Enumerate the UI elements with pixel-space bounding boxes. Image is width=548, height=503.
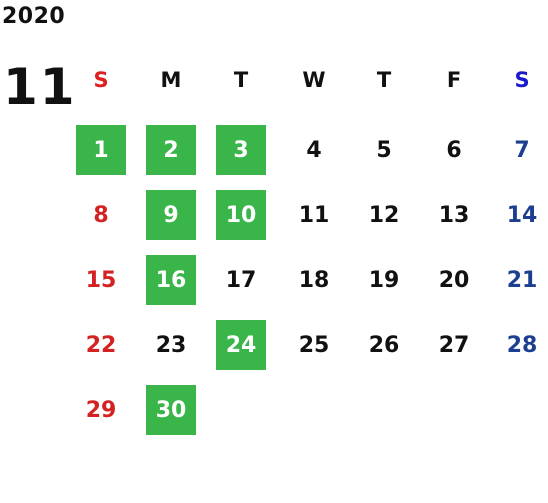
calendar-day-highlighted: 1 [76, 125, 126, 175]
weekday-header: W [302, 68, 326, 92]
calendar-day: 27 [438, 332, 470, 358]
calendar-day: 23 [155, 332, 187, 358]
weekday-header: T [376, 68, 392, 92]
month-number: 11 [3, 58, 77, 116]
calendar-day: 11 [298, 202, 330, 228]
calendar-day-highlighted: 2 [146, 125, 196, 175]
calendar-day: 15 [85, 267, 117, 293]
weekday-header: S [514, 68, 530, 92]
calendar-day-highlighted: 24 [216, 320, 266, 370]
weekday-header: S [93, 68, 109, 92]
calendar-day: 6 [446, 137, 462, 163]
calendar-day: 26 [368, 332, 400, 358]
calendar-day-highlighted: 9 [146, 190, 196, 240]
calendar-day: 21 [506, 267, 538, 293]
calendar-day: 20 [438, 267, 470, 293]
calendar-day: 18 [298, 267, 330, 293]
calendar-day: 4 [306, 137, 322, 163]
calendar-day: 13 [438, 202, 470, 228]
calendar-day: 25 [298, 332, 330, 358]
calendar-day-highlighted: 3 [216, 125, 266, 175]
calendar-day: 28 [506, 332, 538, 358]
calendar-day: 14 [506, 202, 538, 228]
calendar-day: 7 [514, 137, 530, 163]
calendar-day: 19 [368, 267, 400, 293]
calendar-day: 8 [93, 202, 109, 228]
calendar-day-highlighted: 30 [146, 385, 196, 435]
calendar-day: 17 [225, 267, 257, 293]
calendar-day: 12 [368, 202, 400, 228]
calendar-day: 22 [85, 332, 117, 358]
year-label: 2020 [2, 4, 66, 29]
calendar-day-highlighted: 16 [146, 255, 196, 305]
calendar-day-highlighted: 10 [216, 190, 266, 240]
weekday-header: M [160, 68, 182, 92]
calendar-day: 29 [85, 397, 117, 423]
weekday-header: T [233, 68, 249, 92]
calendar-day: 5 [376, 137, 392, 163]
weekday-header: F [446, 68, 462, 92]
